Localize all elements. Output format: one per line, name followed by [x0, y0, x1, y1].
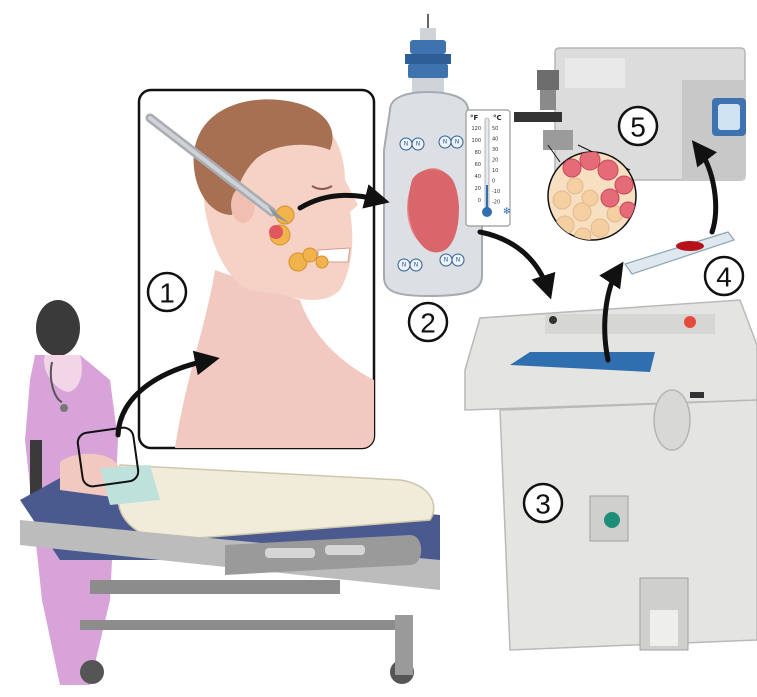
step-5-marker: 5 [619, 107, 657, 145]
snowflake-icon: ✻ [503, 206, 511, 216]
thermometer-c-tick: 50 [492, 126, 498, 132]
thermometer-c-tick: 40 [492, 137, 498, 143]
nitrogen-label: N [402, 262, 407, 269]
step-1-number: 1 [159, 278, 175, 309]
step-4-marker: 4 [705, 257, 743, 295]
step-1-marker: 1 [148, 273, 186, 311]
head-inset-panel [139, 90, 374, 448]
thermometer-c-tick: 10 [492, 168, 498, 174]
thermometer-f-tick: 40 [475, 174, 481, 180]
thermometer-f-tick: 100 [471, 138, 481, 144]
nitrogen-label: N [455, 139, 460, 146]
thermometer-f-tick: 60 [475, 162, 481, 168]
thermometer-f-tick: 80 [475, 150, 481, 156]
cryostat-machine [465, 300, 757, 650]
thermometer-c-tick: 0 [492, 179, 495, 185]
thermometer-c-tick: -20 [492, 200, 500, 206]
nitrogen-label: N [443, 139, 448, 146]
step-3-marker: 3 [524, 484, 562, 522]
nitrogen-label: N [444, 257, 449, 264]
nitrogen-label: N [414, 262, 419, 269]
step-5-number: 5 [630, 112, 646, 143]
thermometer-f-tick: 20 [475, 186, 481, 192]
step-4-number: 4 [716, 262, 732, 293]
thermometer-c-tick: 30 [492, 147, 498, 153]
nitrogen-label: N [404, 141, 409, 148]
nitrogen-label: N [456, 257, 461, 264]
step-2-number: 2 [420, 308, 436, 339]
step-3-number: 3 [535, 489, 551, 520]
thermometer-f-tick: 0 [478, 198, 481, 204]
nitrogen-label: N [416, 141, 421, 148]
step-2-marker: 2 [409, 303, 447, 341]
thermometer-c-tick: -10 [492, 189, 500, 195]
thermometer-unit-f: °F [470, 114, 479, 122]
thermometer-c-tick: 20 [492, 158, 498, 164]
thermometer-unit-c: °C [493, 114, 502, 122]
thermometer-f-tick: 120 [471, 126, 481, 132]
